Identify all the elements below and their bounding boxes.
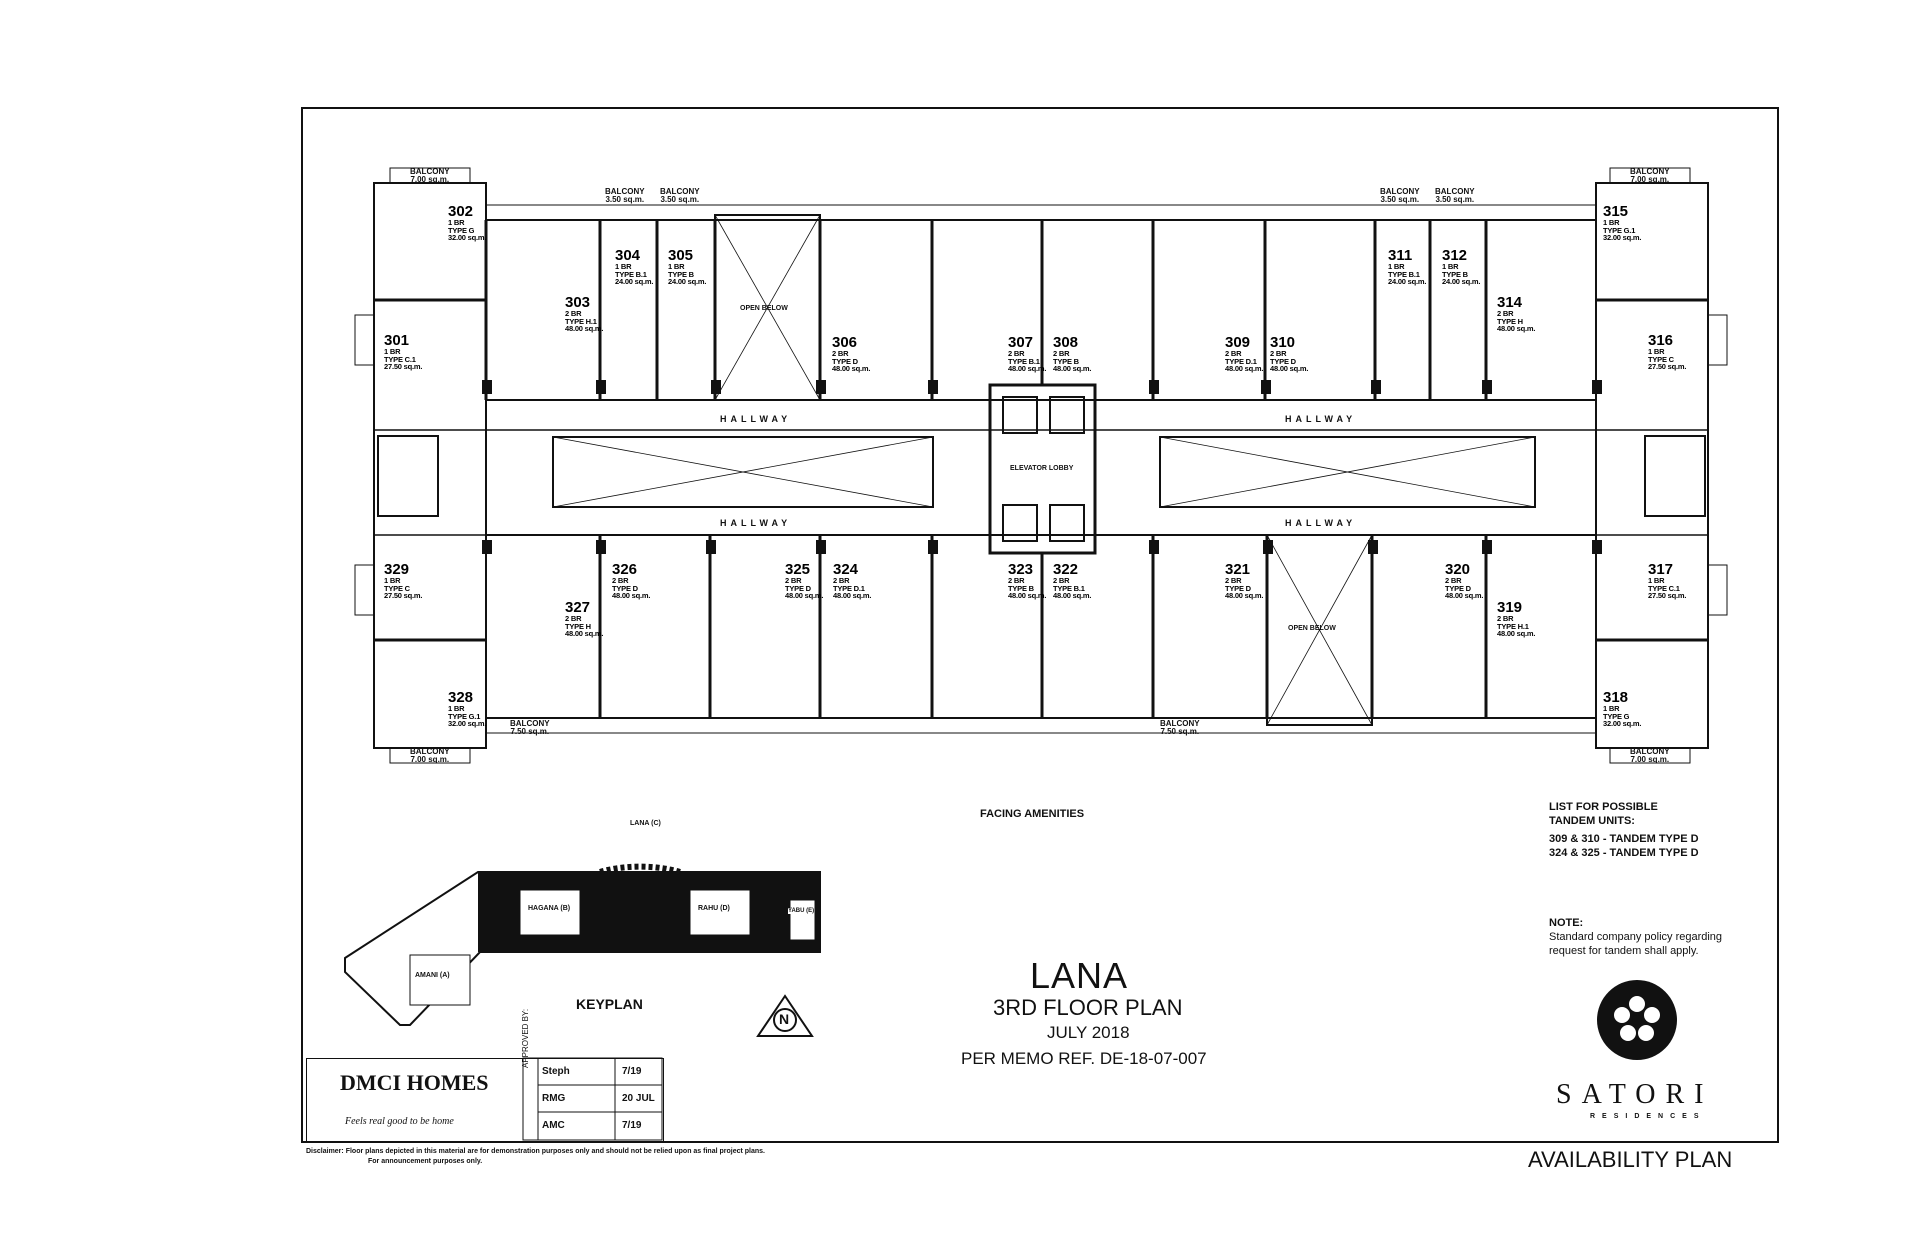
disclaimer: Disclaimer: Floor plans depicted in this… [306,1147,765,1167]
elevator-car [1002,504,1038,542]
open-below-void-east [1159,436,1536,508]
west-wing-outline [373,182,487,749]
availability-plan-label: AVAILABILITY PLAN [1528,1147,1733,1172]
facing-amenities-label: FACING AMENITIES [980,808,1085,820]
approver-name: AMC [542,1120,565,1131]
keyplan-title: KEYPLAN [576,996,643,1012]
open-below-label-north: OPEN BELOW [740,305,788,312]
elevator-car [1049,504,1085,542]
approver-name: RMG [542,1093,566,1104]
developer-name: DMCI HOMES [340,1070,489,1095]
approver-name: Steph [542,1066,570,1077]
east-wing-outline [1595,182,1709,749]
hallway-label-south-west: HALLWAY [720,518,792,528]
stair-west [377,435,439,517]
building-title: LANA [1030,955,1129,996]
stair-east [1644,435,1706,517]
elevator-car [1049,396,1085,434]
approved-by-label: APPROVED BY: [521,1008,530,1068]
note-text: request for tandem shall apply. [1549,945,1699,957]
note: NOTE: Standard company policy regarding … [1549,916,1722,958]
keyplan-label-lana: LANA (C) [630,820,661,827]
tandem-item: 309 & 310 - TANDEM TYPE D [1549,833,1699,845]
open-below-void-west [552,436,934,508]
project-logo-sub: RESIDENCES [1590,1113,1706,1120]
note-heading: NOTE: [1549,917,1584,929]
approval-date: 7/19 [622,1120,642,1131]
keyplan-label-amani: AMANI (A) [415,972,450,979]
approval-date: 7/19 [622,1066,642,1077]
hallway-label-north-west: HALLWAY [720,414,792,424]
keyplan-label-rahu: RAHU (D) [698,905,730,912]
north-arrow-icon: N [779,1011,790,1027]
disclaimer-label: Disclaimer: [306,1148,344,1155]
developer-tagline: Feels real good to be home [345,1116,454,1127]
open-below-label-south: OPEN BELOW [1288,625,1336,632]
project-logo-word: SATORI [1556,1079,1714,1110]
tandem-item: 324 & 325 - TANDEM TYPE D [1549,847,1699,859]
plan-date: JULY 2018 [1047,1023,1130,1042]
disclaimer-text: For announcement purposes only. [368,1158,483,1165]
elevator-car [1002,396,1038,434]
keyplan-label-hagana: HAGANA (B) [528,905,571,912]
tandem-heading: TANDEM UNITS: [1549,815,1635,827]
tandem-list: LIST FOR POSSIBLE TANDEM UNITS: 309 & 31… [1549,800,1699,860]
note-text: Standard company policy regarding [1549,931,1723,943]
floor-title: 3RD FLOOR PLAN [993,995,1183,1020]
tandem-heading: LIST FOR POSSIBLE [1549,801,1658,813]
approval-date: 20 JUL [622,1093,655,1104]
corridor [373,429,1709,536]
hallway-label-south-east: HALLWAY [1285,518,1357,528]
developer-box [306,1058,664,1142]
keyplan-label-yabu: YABU (E) [788,908,815,914]
elevator-lobby-label: ELEVATOR LOBBY [1010,465,1074,472]
memo-reference: PER MEMO REF. DE-18-07-007 [961,1049,1207,1068]
disclaimer-text: Floor plans depicted in this material ar… [345,1148,765,1155]
hallway-label-north-east: HALLWAY [1285,414,1357,424]
